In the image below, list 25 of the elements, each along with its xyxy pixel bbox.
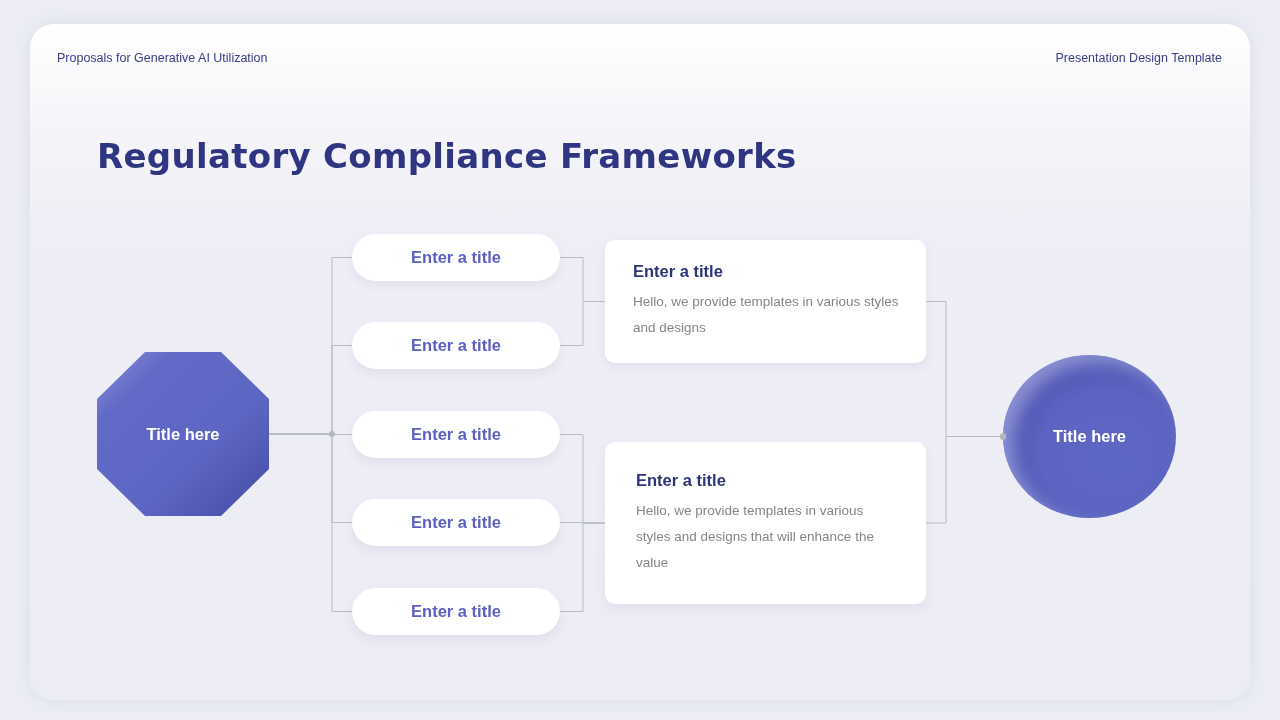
card-title: Enter a title [633,262,723,281]
pill-title: Enter a title [411,248,501,267]
pill-title: Enter a title [411,513,501,532]
pill-node [352,411,560,458]
header-text: Proposals for Generative AI Utilization [57,51,268,65]
card-description: Hello, we provide templates in various styles and designs [633,293,900,337]
pill-title: Enter a title [411,425,501,444]
connector-line [925,433,1007,524]
pill-title: Enter a title [411,336,501,355]
connector-line [268,433,353,612]
shape-title: Title here [1052,427,1127,446]
pill-node [352,234,560,281]
shape-title: Title here [146,424,220,444]
slide-title: Regulatory Compliance Frameworks [97,136,797,176]
connector-line [559,522,606,612]
text-card [605,240,926,363]
pill-node [352,322,560,369]
pill-node [352,499,560,546]
pill-node [352,588,560,635]
card-title: Enter a title [636,470,726,490]
pill-title: Enter a title [411,602,501,621]
card-description: Hello, we provide templates in various styles and designs that will enhance the value [636,501,875,572]
octagon-node [97,352,269,516]
header-text: Presentation Design Template [1055,51,1222,65]
text-card [605,442,926,604]
